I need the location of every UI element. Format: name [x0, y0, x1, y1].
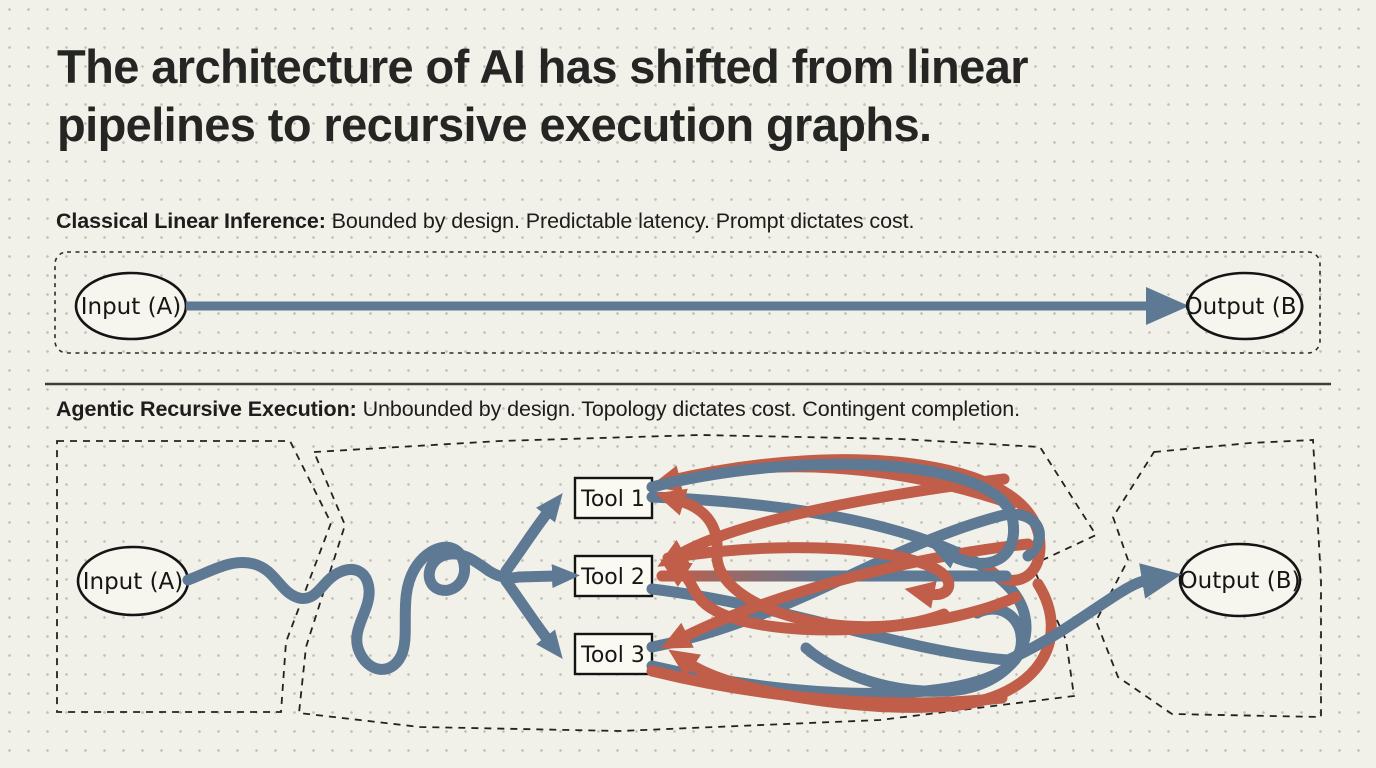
agentic-input-region — [56, 440, 332, 713]
return-arrow-tool2-a — [657, 473, 1010, 567]
classical-flow-arrowhead — [1146, 287, 1189, 325]
page-title: The architecture of AI has shifted from … — [57, 38, 1317, 155]
agentic-section-label: Agentic Recursive Execution: Unbounded b… — [56, 397, 1020, 422]
tangle-blue-loop-a — [646, 491, 1032, 697]
feeder-arrow-tool1 — [500, 493, 563, 577]
classical-heading: Classical Linear Inference: — [56, 209, 326, 233]
tool-3-box — [573, 632, 654, 676]
classical-dashed-box — [54, 251, 1321, 354]
agentic-output-label: Output (B) — [1180, 568, 1301, 594]
feeder-arrow-tool2 — [513, 564, 580, 589]
classical-description: Bounded by design. Predictable latency. … — [331, 209, 915, 233]
tool-1-label: Tool 1 — [580, 487, 645, 512]
recursive-tangle — [646, 454, 1182, 713]
output-arrow — [1002, 563, 1182, 666]
agentic-output-region — [1095, 439, 1322, 718]
agentic-squiggle-path — [182, 541, 525, 675]
page-title-line2: pipelines to recursive execution graphs. — [57, 98, 932, 152]
return-arrow-tool3-a — [660, 538, 1034, 649]
agentic-description: Unbounded by design. Topology dictates c… — [362, 397, 1021, 421]
tangle-blue-inner-arrow — [646, 458, 1020, 569]
agentic-execution-region — [298, 434, 1098, 732]
tangle-red-inner-arrow — [662, 542, 955, 609]
classical-output-label: Output (B) — [1185, 294, 1306, 320]
classical-section-label: Classical Linear Inference: Bounded by d… — [56, 209, 914, 234]
agentic-heading: Agentic Recursive Execution: — [56, 397, 357, 421]
return-arrow-tool2-b — [659, 559, 1022, 636]
page-title-line1: The architecture of AI has shifted from … — [57, 40, 1029, 93]
feeder-arrow-tool3 — [500, 575, 563, 659]
classical-input-label: Input (A) — [81, 294, 182, 320]
tool-2-label: Tool 2 — [580, 565, 645, 590]
agentic-input-label: Input (A) — [83, 569, 184, 595]
tool-3-label: Tool 3 — [580, 643, 645, 668]
